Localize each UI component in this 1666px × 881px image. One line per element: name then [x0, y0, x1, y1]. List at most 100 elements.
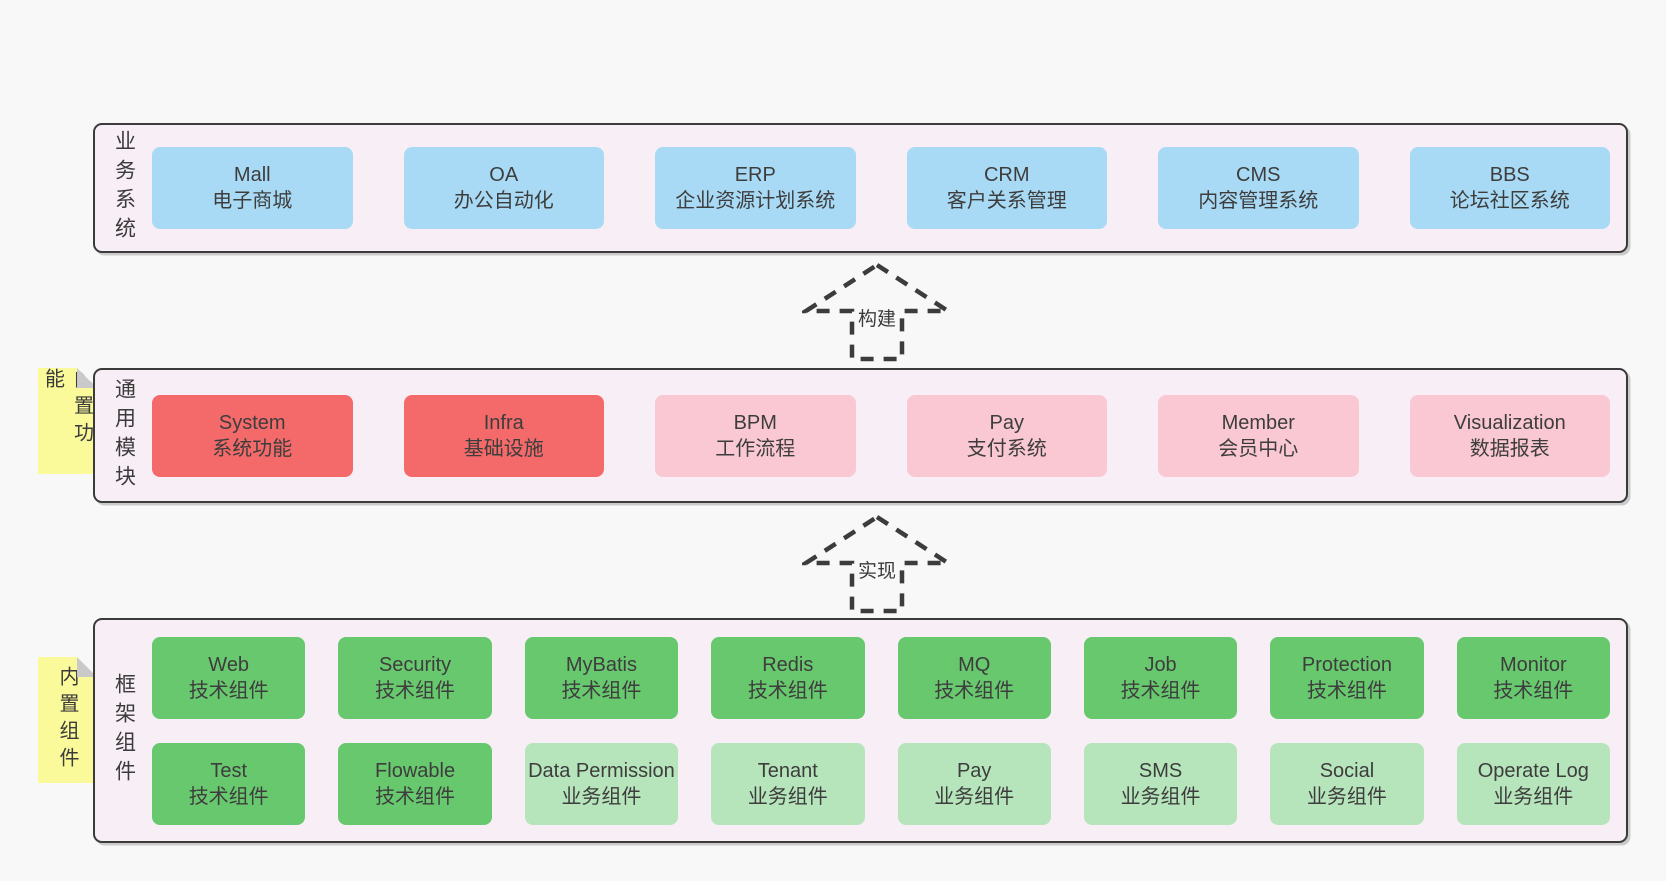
sticky-built-in-components-label: 内置组件 — [56, 666, 78, 774]
up-arrow-icon — [802, 514, 952, 614]
box-subtitle: 电子商城 — [212, 190, 293, 212]
component-box-mybatis: MyBatis 技术组件 — [524, 636, 679, 719]
box-subtitle: 业务组件 — [1306, 785, 1387, 808]
box-title: Data Permission — [528, 759, 675, 782]
framework-components-panel: 框架组件 Web 技术组件 Security 技术组件 MyBatis 技术组件… — [93, 618, 1628, 843]
box-subtitle: 技术组件 — [1306, 679, 1387, 702]
box-title: Social — [1319, 759, 1375, 782]
module-box-visualization: Visualization 数据报表 — [1409, 394, 1610, 477]
box-title: CMS — [1236, 164, 1281, 186]
module-box-bpm: BPM 工作流程 — [655, 394, 856, 477]
box-title: Infra — [483, 411, 524, 434]
box-subtitle: 技术组件 — [188, 785, 269, 808]
common-modules-panel: 通用模块 System 系统功能 Infra 基础设施 BPM 工作流程 Pay… — [93, 368, 1628, 503]
box-subtitle: 业务组件 — [561, 785, 642, 808]
components-row-2: Test 技术组件 Flowable 技术组件 Data Permission … — [152, 742, 1610, 825]
box-title: Job — [1144, 653, 1177, 676]
component-box-data-permission: Data Permission 业务组件 — [524, 742, 679, 825]
component-box-security: Security 技术组件 — [338, 636, 492, 719]
component-box-pay: Pay 业务组件 — [897, 742, 1051, 825]
box-title: OA — [489, 164, 519, 186]
common-modules-label: 通用模块 — [112, 377, 136, 494]
business-systems-box-group: Mall 电子商城 OA 办公自动化 ERP 企业资源计划系统 CRM 客户关系… — [152, 125, 1626, 251]
box-subtitle: 内容管理系统 — [1198, 190, 1319, 212]
box-subtitle: 业务组件 — [1120, 785, 1201, 808]
business-box-mall: Mall 电子商城 — [152, 147, 353, 229]
box-title: Member — [1221, 411, 1295, 434]
business-systems-label: 业务系统 — [112, 130, 136, 246]
box-subtitle: 技术组件 — [934, 679, 1015, 702]
box-title: Pay — [989, 411, 1024, 434]
box-title: Test — [210, 759, 248, 782]
component-box-test: Test 技术组件 — [152, 742, 306, 825]
sticky-built-in-components: 内置组件 — [38, 657, 97, 783]
box-title: Mall — [233, 164, 271, 186]
box-title: BPM — [733, 411, 777, 434]
box-subtitle: 技术组件 — [375, 785, 456, 808]
up-arrow-icon — [802, 262, 952, 362]
components-row-1: Web 技术组件 Security 技术组件 MyBatis 技术组件 Redi… — [152, 636, 1610, 719]
component-box-operate-log: Operate Log 业务组件 — [1456, 742, 1610, 825]
framework-components-label: 框架组件 — [112, 672, 136, 789]
box-subtitle: 工作流程 — [715, 437, 796, 460]
module-box-system: System 系统功能 — [152, 394, 353, 477]
box-subtitle: 技术组件 — [747, 679, 828, 702]
box-title: System — [218, 411, 286, 434]
box-subtitle: 客户关系管理 — [946, 190, 1067, 212]
component-box-protection: Protection 技术组件 — [1270, 636, 1424, 719]
box-subtitle: 业务组件 — [747, 785, 828, 808]
box-subtitle: 技术组件 — [375, 679, 456, 702]
box-title: MQ — [958, 653, 991, 676]
component-box-social: Social 业务组件 — [1270, 742, 1424, 825]
component-box-monitor: Monitor 技术组件 — [1456, 636, 1610, 719]
box-subtitle: 论坛社区系统 — [1449, 190, 1570, 212]
component-box-redis: Redis 技术组件 — [711, 636, 865, 719]
box-subtitle: 基础设施 — [463, 437, 544, 460]
box-subtitle: 技术组件 — [1493, 679, 1574, 702]
box-subtitle: 业务组件 — [934, 785, 1015, 808]
component-box-tenant: Tenant 业务组件 — [711, 742, 865, 825]
sticky-built-in-features: 内置功能 — [38, 368, 97, 474]
module-box-member: Member 会员中心 — [1158, 394, 1359, 477]
box-title: ERP — [734, 164, 776, 186]
box-title: Pay — [956, 759, 992, 782]
business-systems-panel: 业务系统 Mall 电子商城 OA 办公自动化 ERP 企业资源计划系统 CRM… — [93, 123, 1628, 253]
box-title: Monitor — [1499, 653, 1567, 676]
box-subtitle: 企业资源计划系统 — [675, 190, 836, 212]
component-box-mq: MQ 技术组件 — [897, 636, 1051, 719]
box-title: SMS — [1138, 759, 1183, 782]
box-title: Protection — [1301, 653, 1392, 676]
build-arrow: 构建 — [802, 262, 952, 362]
box-subtitle: 技术组件 — [561, 679, 642, 702]
implement-arrow: 实现 — [802, 514, 952, 614]
common-modules-box-group: System 系统功能 Infra 基础设施 BPM 工作流程 Pay 支付系统… — [152, 370, 1626, 501]
module-box-pay: Pay 支付系统 — [906, 394, 1107, 477]
business-box-bbs: BBS 论坛社区系统 — [1409, 147, 1610, 229]
box-subtitle: 会员中心 — [1218, 437, 1299, 460]
box-title: Tenant — [757, 759, 818, 782]
sticky-built-in-features-label: 内置功能 — [41, 368, 93, 449]
box-subtitle: 系统功能 — [212, 437, 293, 460]
business-box-oa: OA 办公自动化 — [403, 147, 604, 229]
business-box-cms: CMS 内容管理系统 — [1158, 147, 1359, 229]
box-title: CRM — [983, 164, 1030, 186]
box-title: Redis — [762, 653, 814, 676]
box-title: Flowable — [375, 759, 456, 782]
box-subtitle: 技术组件 — [1120, 679, 1201, 702]
box-title: Visualization — [1453, 411, 1566, 434]
framework-components-box-group: Web 技术组件 Security 技术组件 MyBatis 技术组件 Redi… — [152, 620, 1626, 841]
module-box-infra: Infra 基础设施 — [403, 394, 604, 477]
box-subtitle: 办公自动化 — [453, 190, 554, 212]
box-subtitle: 业务组件 — [1493, 785, 1574, 808]
box-title: Security — [378, 653, 452, 676]
business-box-crm: CRM 客户关系管理 — [906, 147, 1107, 229]
implement-arrow-label: 实现 — [854, 556, 900, 583]
box-subtitle: 数据报表 — [1469, 437, 1550, 460]
box-title: BBS — [1489, 164, 1530, 186]
build-arrow-label: 构建 — [854, 304, 900, 331]
box-title: Operate Log — [1477, 759, 1589, 782]
component-box-flowable: Flowable 技术组件 — [338, 742, 492, 825]
component-box-job: Job 技术组件 — [1083, 636, 1238, 719]
box-title: Web — [208, 653, 250, 676]
box-subtitle: 支付系统 — [966, 437, 1047, 460]
